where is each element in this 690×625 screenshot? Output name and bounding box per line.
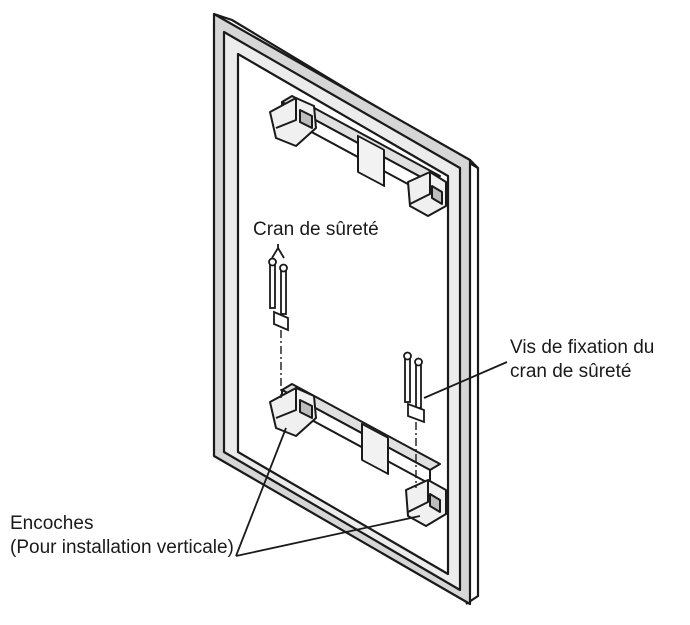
top-bracket bbox=[269, 95, 447, 217]
notches-label: Encoches (Pour installation verticale) bbox=[10, 512, 234, 560]
right-safety-catch bbox=[403, 351, 425, 424]
leader-lines bbox=[235, 244, 508, 557]
screw-leader bbox=[423, 361, 508, 399]
left-screw-2-head bbox=[279, 263, 288, 273]
notches-label-line-2: (Pour installation verticale) bbox=[10, 537, 234, 558]
frame-depth-corner bbox=[469, 159, 479, 169]
notch-leader-left bbox=[235, 427, 287, 557]
right-screw-1 bbox=[404, 355, 411, 403]
screw-label-line-2: cran de sûreté bbox=[510, 361, 632, 382]
right-screw-2-head bbox=[414, 357, 423, 367]
notch-leader-right bbox=[235, 515, 421, 557]
left-catch-plate bbox=[273, 310, 289, 332]
top-right-hook-slot bbox=[431, 185, 443, 205]
bottom-bracket bbox=[269, 383, 447, 527]
screw-label: Vis de fixation du cran de sûreté bbox=[510, 336, 654, 384]
bottom-right-notch-slot bbox=[429, 493, 441, 513]
top-left-hook-detail bbox=[275, 98, 297, 129]
bottom-left-notch-detail bbox=[275, 388, 297, 419]
bottom-left-notch-slot bbox=[299, 399, 313, 419]
bottom-right-notch-detail bbox=[407, 480, 429, 513]
left-screw-1-head bbox=[268, 257, 277, 267]
screw-label-line-1: Vis de fixation du bbox=[510, 337, 655, 358]
right-catch-plate bbox=[407, 402, 425, 424]
top-right-hook-detail bbox=[409, 172, 431, 205]
left-screw-1 bbox=[269, 261, 276, 309]
left-screw-2 bbox=[280, 267, 287, 315]
alignment-lines bbox=[280, 330, 417, 488]
right-screw-1-head bbox=[403, 351, 412, 361]
safety-catch-label: Cran de sûreté bbox=[253, 219, 379, 240]
top-bracket-plate bbox=[357, 134, 385, 187]
left-safety-catch bbox=[268, 257, 289, 332]
right-screw-2 bbox=[415, 361, 422, 409]
notches-label-line-1: Encoches bbox=[10, 513, 94, 534]
bottom-bracket-plate bbox=[361, 422, 389, 475]
top-left-hook-slot bbox=[299, 109, 313, 129]
